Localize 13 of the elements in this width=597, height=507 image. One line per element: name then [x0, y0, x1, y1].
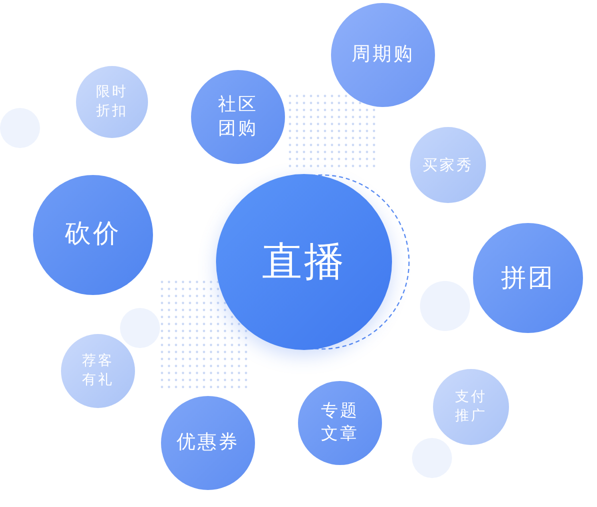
bubble-label: 支付推广 [454, 388, 488, 426]
bubble-label: 买家秀 [422, 154, 474, 176]
bubble-label: 专题文章 [320, 400, 360, 446]
bubble-label: 周期购 [352, 42, 414, 68]
empty-circle [412, 438, 452, 478]
bubble-label: 限时折扣 [95, 83, 129, 121]
bubble-label: 砍价 [65, 218, 121, 252]
bubble-label: 优惠券 [176, 430, 240, 456]
bubble-label: 社区团购 [217, 92, 259, 141]
bubble-label: 直播 [262, 238, 346, 287]
empty-circle [120, 308, 160, 348]
bubble-label: 荐客有礼 [81, 352, 115, 390]
bubble-label: 拼团 [501, 262, 555, 294]
